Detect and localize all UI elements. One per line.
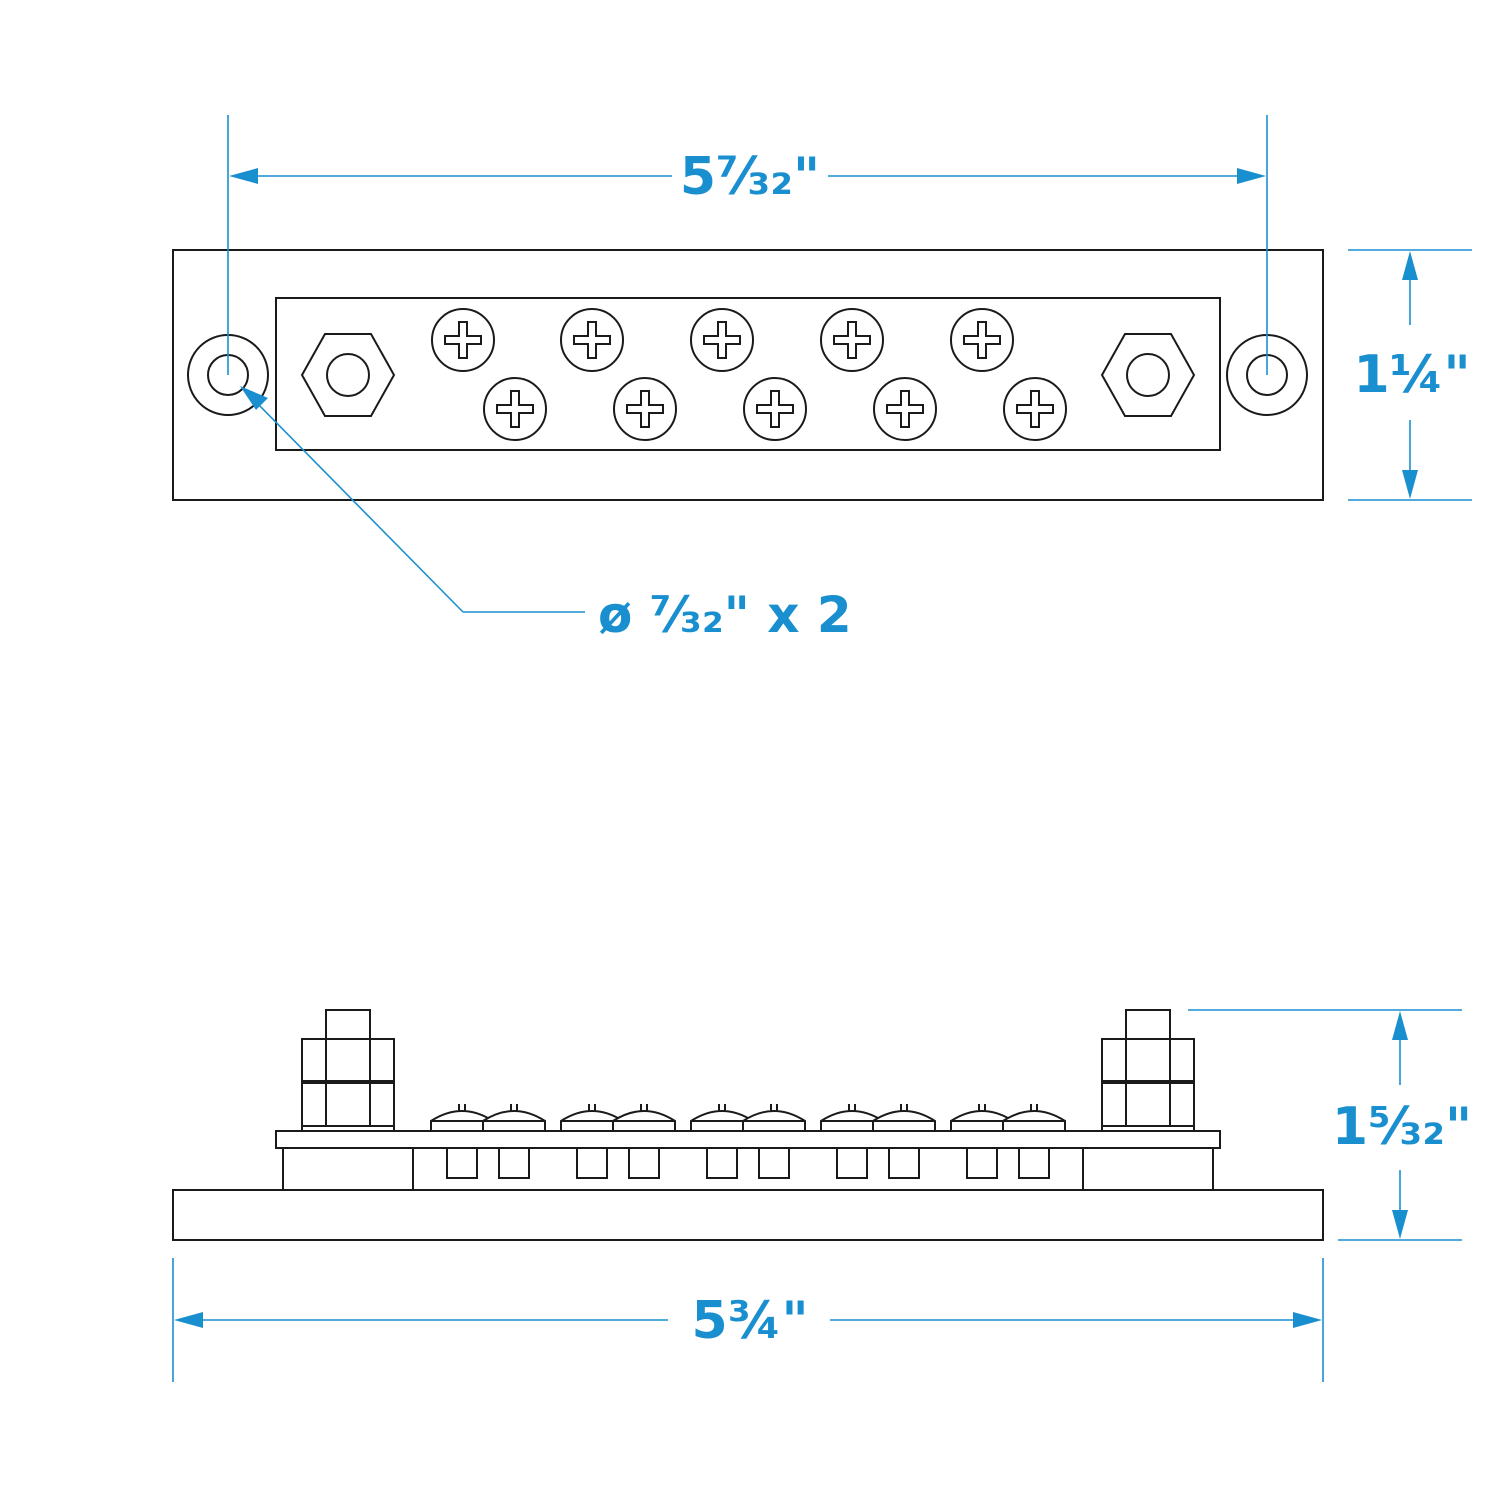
hex-stud-right <box>1100 333 1196 417</box>
side-stud-left <box>301 1009 395 1132</box>
top-height-dimension: 1¼" <box>1348 249 1472 501</box>
base-plate-outline <box>172 249 1324 501</box>
side-end-block-right <box>1082 1147 1214 1191</box>
screw <box>431 308 495 372</box>
arrowhead <box>1392 1210 1408 1239</box>
hole-spacing-dimension: 5⁷⁄₃₂" <box>227 115 1268 375</box>
length-label: 5¾" <box>691 1291 808 1351</box>
length-dimension: 5¾" <box>172 1258 1324 1382</box>
side-height-dimension: 1⁵⁄₃₂" <box>1188 1009 1472 1241</box>
arrowhead <box>1402 251 1418 280</box>
arrowhead <box>229 168 258 184</box>
side-end-block-left <box>282 1147 414 1191</box>
side-screw-shanks <box>446 1147 1050 1179</box>
hole-spacing-label: 5⁷⁄₃₂" <box>680 147 820 207</box>
screw <box>613 377 677 441</box>
screw-row-bottom <box>483 377 1067 441</box>
screw <box>820 308 884 372</box>
top-view: 5⁷⁄₃₂" 1¼" ø ⁷⁄₃₂" x 2 <box>172 115 1472 644</box>
hole-callout: ø ⁷⁄₃₂" x 2 <box>240 386 852 644</box>
side-view: 1⁵⁄₃₂" 5¾" <box>172 1009 1472 1382</box>
screw <box>873 377 937 441</box>
top-height-label: 1¼" <box>1353 345 1470 405</box>
screw <box>1003 377 1067 441</box>
arrowhead <box>1392 1011 1408 1040</box>
screw <box>483 377 547 441</box>
arrowhead <box>1237 168 1266 184</box>
screw <box>560 308 624 372</box>
busbar-outline <box>275 297 1221 451</box>
hex-stud-left <box>300 333 396 417</box>
hole-callout-label: ø ⁷⁄₃₂" x 2 <box>598 586 852 644</box>
screw-row-top <box>431 308 1014 372</box>
side-busbar <box>275 1130 1221 1149</box>
arrowhead <box>1293 1312 1322 1328</box>
screw <box>690 308 754 372</box>
arrowhead <box>1402 470 1418 499</box>
side-screw-heads <box>430 1104 1066 1132</box>
screw <box>743 377 807 441</box>
side-stud-right <box>1101 1009 1195 1132</box>
side-height-label: 1⁵⁄₃₂" <box>1332 1097 1472 1157</box>
screw <box>950 308 1014 372</box>
arrowhead <box>240 386 268 410</box>
arrowhead <box>174 1312 203 1328</box>
side-base-plate <box>172 1189 1324 1241</box>
